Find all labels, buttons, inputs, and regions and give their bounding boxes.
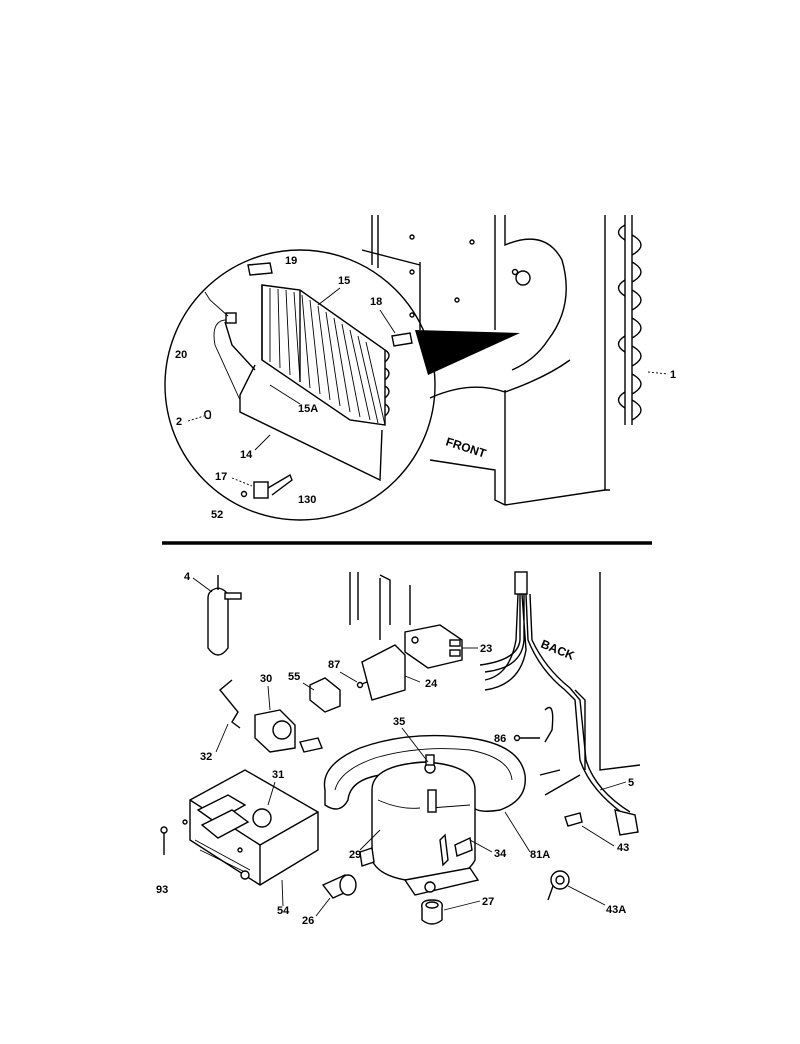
part-label-43: 43 <box>617 842 629 854</box>
zoom-pointer <box>415 330 520 375</box>
part-label-15a: 15A <box>298 403 318 415</box>
part-label-55: 55 <box>288 671 300 683</box>
front-label: FRONT <box>444 435 488 461</box>
part-label-32: 32 <box>200 751 212 763</box>
compressor <box>359 754 480 896</box>
part-label-27: 27 <box>482 896 494 908</box>
part-label-87: 87 <box>328 659 340 671</box>
harness-wire <box>219 679 241 729</box>
part-label-93: 93 <box>156 884 168 896</box>
part-label-54: 54 <box>277 905 290 917</box>
part-label-20: 20 <box>175 349 187 361</box>
grommet-27 <box>421 899 443 925</box>
bracket-24 <box>361 644 406 701</box>
part-label-81a: 81A <box>530 849 550 861</box>
capacitor-55 <box>309 677 341 713</box>
part-label-18: 18 <box>370 296 382 308</box>
part-label-5: 5 <box>628 777 634 789</box>
evaporator-fins <box>261 284 390 426</box>
detail-circle <box>164 249 436 521</box>
part-label-4: 4 <box>184 571 191 583</box>
part-label-2: 2 <box>176 416 182 428</box>
part-label-23: 23 <box>480 643 492 655</box>
part-label-1: 1 <box>670 369 676 381</box>
part-label-30: 30 <box>260 673 272 685</box>
grommet-26 <box>321 874 357 899</box>
back-label: BACK <box>539 637 577 663</box>
wire-harness <box>479 571 631 816</box>
control-box <box>182 769 319 886</box>
clip-43 <box>564 812 583 827</box>
part-label-86: 86 <box>494 733 506 745</box>
part-label-26: 26 <box>302 915 314 927</box>
screw-93 <box>160 826 168 855</box>
drier <box>207 575 242 656</box>
condenser-coil <box>617 215 642 425</box>
part-label-35: 35 <box>393 716 405 728</box>
part-label-31: 31 <box>272 769 284 781</box>
power-cord <box>539 769 639 836</box>
part-label-34: 34 <box>494 848 507 860</box>
part-label-43a: 43A <box>606 904 626 916</box>
clamp-43a <box>547 870 570 901</box>
part-label-130: 130 <box>298 494 316 506</box>
cabinet-rear-section <box>349 572 641 771</box>
terminal-block-23 <box>404 624 463 669</box>
part-label-14: 14 <box>240 449 253 461</box>
part-label-17: 17 <box>215 471 227 483</box>
part-label-15: 15 <box>338 275 350 287</box>
cabinet-assembly <box>361 215 610 506</box>
part-label-52: 52 <box>211 509 223 521</box>
part-label-29: 29 <box>349 849 361 861</box>
overload-relay <box>254 709 323 753</box>
part-label-24: 24 <box>425 678 438 690</box>
part-label-19: 19 <box>285 255 297 267</box>
